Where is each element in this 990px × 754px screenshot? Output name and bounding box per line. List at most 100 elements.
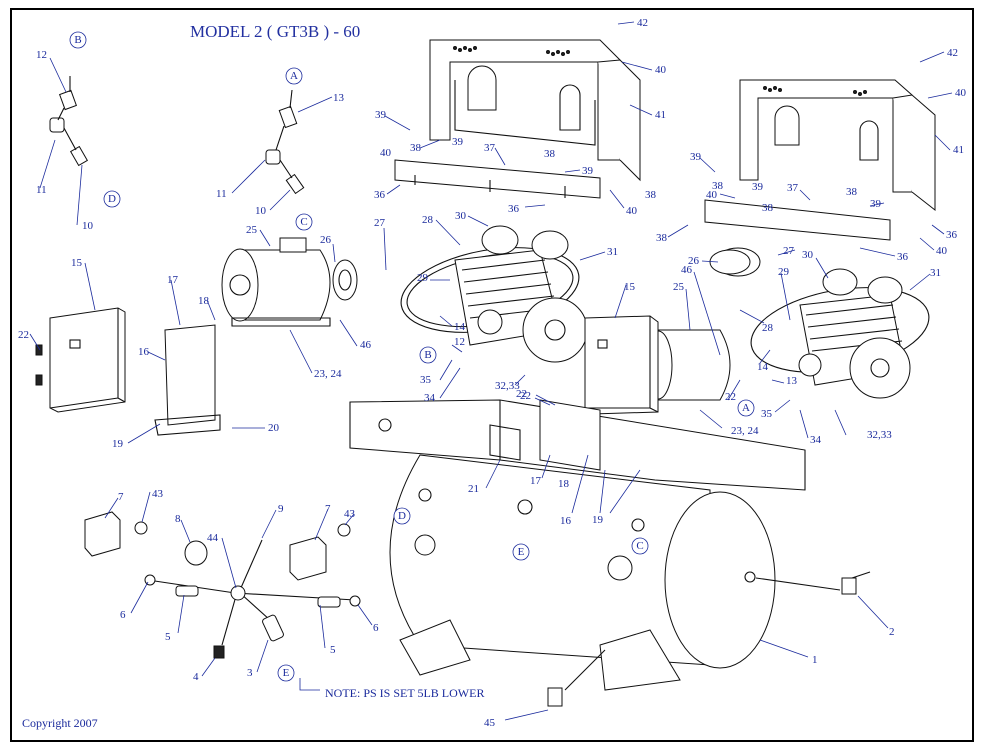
part-label: 36 xyxy=(897,251,909,263)
air-tank xyxy=(389,454,776,691)
part-label: 38 xyxy=(645,189,657,201)
part-label: 40 xyxy=(655,64,667,76)
part-label: 43 xyxy=(344,508,356,520)
part-label: 3 xyxy=(247,667,253,679)
part-label: 38 xyxy=(656,232,668,244)
part-label: 13 xyxy=(786,375,798,387)
part-label: 22 xyxy=(725,391,736,403)
svg-text:D: D xyxy=(108,193,116,205)
part-label: 36 xyxy=(508,203,520,215)
part-label: 35 xyxy=(761,408,773,420)
part-label: 16 xyxy=(138,346,150,358)
part-label: 46 xyxy=(360,339,372,351)
part-label: 1 xyxy=(812,654,818,666)
part-label: 39 xyxy=(375,109,387,121)
part-label: 41 xyxy=(953,144,964,156)
tank-valve xyxy=(547,649,606,707)
fitting-assembly-center xyxy=(265,89,305,195)
part-label: 15 xyxy=(71,257,83,269)
part-label: 39 xyxy=(690,151,702,163)
belt-guard-right xyxy=(704,79,936,241)
part-label: 5 xyxy=(330,644,336,656)
part-label: 14 xyxy=(757,361,769,373)
part-label: 39 xyxy=(752,181,764,193)
part-label: 37 xyxy=(787,182,799,194)
part-label: 46 xyxy=(681,264,693,276)
part-label: 26 xyxy=(320,234,332,246)
part-label: 40 xyxy=(380,147,392,159)
diagram-frame xyxy=(10,8,974,742)
part-label: 28 xyxy=(762,322,774,334)
part-label: 6 xyxy=(373,622,379,634)
part-label: 14 xyxy=(454,321,466,333)
part-label: 34 xyxy=(810,434,822,446)
part-label: 38 xyxy=(762,202,774,214)
part-label: 39 xyxy=(582,165,594,177)
part-label: 27 xyxy=(374,217,386,229)
fitting-assembly-left xyxy=(49,76,89,167)
part-label: 12 xyxy=(454,336,465,348)
callout-c-top: C xyxy=(295,213,313,231)
svg-text:B: B xyxy=(74,34,81,46)
part-label: 36 xyxy=(374,189,386,201)
pressure-switch-note: NOTE: PS IS SET 5LB LOWER xyxy=(325,686,485,700)
svg-text:B: B xyxy=(424,349,431,361)
part-label: 2 xyxy=(889,626,895,638)
part-label: 27 xyxy=(783,245,795,257)
part-label: 40 xyxy=(626,205,638,217)
part-label: 13 xyxy=(333,92,345,104)
part-label: 30 xyxy=(455,210,467,222)
part-label: 11 xyxy=(36,184,47,196)
part-label: 31 xyxy=(607,246,618,258)
part-label: 38 xyxy=(846,186,858,198)
part-label: 5 xyxy=(165,631,171,643)
part-label: 16 xyxy=(560,515,572,527)
part-label: 7 xyxy=(325,503,331,515)
part-label: 35 xyxy=(420,374,432,386)
callout-d-tank: D xyxy=(393,507,411,525)
callout-d-top: D xyxy=(103,190,121,208)
part-label: 17 xyxy=(530,475,542,487)
svg-text:A: A xyxy=(742,402,750,414)
part-label: 4 xyxy=(193,671,199,683)
part-label: 25 xyxy=(246,224,258,236)
part-label: 8 xyxy=(175,513,181,525)
part-label: 10 xyxy=(82,220,94,232)
part-label: 22 xyxy=(18,329,29,341)
part-label: 39 xyxy=(870,198,882,210)
part-label: 41 xyxy=(655,109,666,121)
callout-b-pump: B xyxy=(419,346,437,364)
part-label: 34 xyxy=(424,392,436,404)
diagram-title: MODEL 2 ( GT3B ) - 60 xyxy=(190,22,361,41)
part-label: 7 xyxy=(118,491,124,503)
part-label: 19 xyxy=(112,438,124,450)
part-label: 42 xyxy=(637,17,648,29)
part-label: 23, 24 xyxy=(731,425,759,437)
motor-left xyxy=(221,237,358,327)
part-label: 12 xyxy=(36,49,47,61)
part-label: 25 xyxy=(673,281,685,293)
callout-a-pump: A xyxy=(737,399,755,417)
part-label: 18 xyxy=(198,295,210,307)
part-label: 40 xyxy=(955,87,967,99)
part-label: 37 xyxy=(484,142,496,154)
mounting-platform xyxy=(349,399,806,491)
part-label: 17 xyxy=(167,274,179,286)
part-label: 20 xyxy=(268,422,280,434)
belt-guard-left xyxy=(394,39,641,199)
copyright-text: Copyright 2007 xyxy=(22,716,98,730)
part-label: 21 xyxy=(468,483,479,495)
svg-text:D: D xyxy=(398,510,406,522)
control-box-center xyxy=(584,315,659,415)
callout-b-top: B xyxy=(69,31,87,49)
part-label: 40 xyxy=(706,189,718,201)
pressure-switch-assembly xyxy=(84,511,361,659)
svg-text:C: C xyxy=(300,216,307,228)
part-label: 22 xyxy=(516,388,527,400)
part-label: 31 xyxy=(930,267,941,279)
part-label: 19 xyxy=(592,514,604,526)
callout-a-top: A xyxy=(285,67,303,85)
part-label: 36 xyxy=(946,229,958,241)
part-label: 44 xyxy=(207,532,219,544)
